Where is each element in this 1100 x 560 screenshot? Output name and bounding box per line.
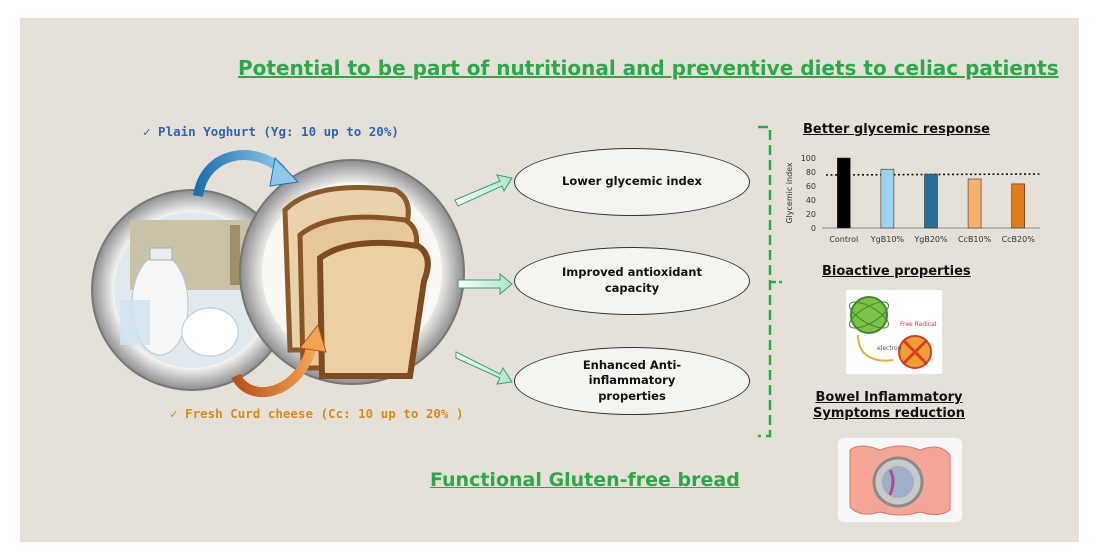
yoghurt-arrow — [193, 150, 286, 198]
dairy-products-image — [91, 189, 293, 391]
benefit-label: Improved antioxidant capacity — [562, 265, 702, 295]
diagram-title: Potential to be part of nutritional and … — [238, 56, 1059, 80]
curd-arrow — [231, 343, 317, 397]
y-tick-label: 100 — [801, 154, 816, 163]
y-axis-label: Glycemic index — [785, 162, 794, 224]
gluten-free-bread-image — [239, 159, 465, 385]
bar — [880, 168, 895, 229]
bowel-heading: Bowel Inflammatory Symptoms reduction — [813, 390, 965, 421]
y-tick-label: 60 — [806, 182, 816, 191]
bar — [924, 173, 938, 229]
benefit-arrow-1 — [454, 174, 513, 207]
bar — [967, 178, 982, 229]
chart-bars — [836, 157, 1025, 229]
bar — [836, 157, 851, 229]
x-tick-label: CcB20% — [1002, 235, 1036, 244]
benefit-label: Lower glycemic index — [562, 174, 702, 189]
benefit-antioxidant: Improved antioxidant capacity — [514, 247, 750, 315]
x-tick-label: Control — [829, 235, 858, 244]
curd-cheese-ingredient: ✓ Fresh Curd cheese (Cc: 10 up to 20% ) — [170, 406, 464, 421]
x-tick-label: CcB10% — [958, 235, 992, 244]
glycemic-heading: Better glycemic response — [803, 122, 990, 137]
benefit-arrow-3 — [455, 351, 513, 385]
yoghurt-ingredient: ✓ Plain Yoghurt (Yg: 10 up to 20%) — [143, 124, 399, 139]
diagram-subtitle: Functional Gluten-free bread — [430, 469, 740, 491]
electron-label: electron — [877, 345, 902, 352]
y-tick-label: 80 — [806, 168, 816, 177]
benefits-bracket — [758, 125, 772, 438]
bar — [1011, 183, 1025, 229]
benefit-anti-inflammatory: Enhanced Anti-inflammatory properties — [514, 347, 750, 415]
benefit-arrow-2 — [457, 272, 513, 296]
free-radical-image: Free Radical electron — [846, 290, 942, 374]
y-tick-label: 20 — [806, 210, 816, 219]
benefit-lower-glycemic: Lower glycemic index — [514, 148, 750, 216]
benefit-label: Enhanced Anti-inflammatory properties — [582, 357, 682, 403]
x-tick-label: YgB10% — [870, 235, 905, 244]
x-tick-label: YgB20% — [913, 235, 948, 244]
bioactive-heading: Bioactive properties — [822, 264, 971, 279]
free-radical-label: Free Radical — [900, 321, 937, 328]
y-tick-label: 0 — [811, 224, 816, 233]
bowel-image — [838, 438, 962, 522]
y-tick-label: 40 — [806, 196, 816, 205]
